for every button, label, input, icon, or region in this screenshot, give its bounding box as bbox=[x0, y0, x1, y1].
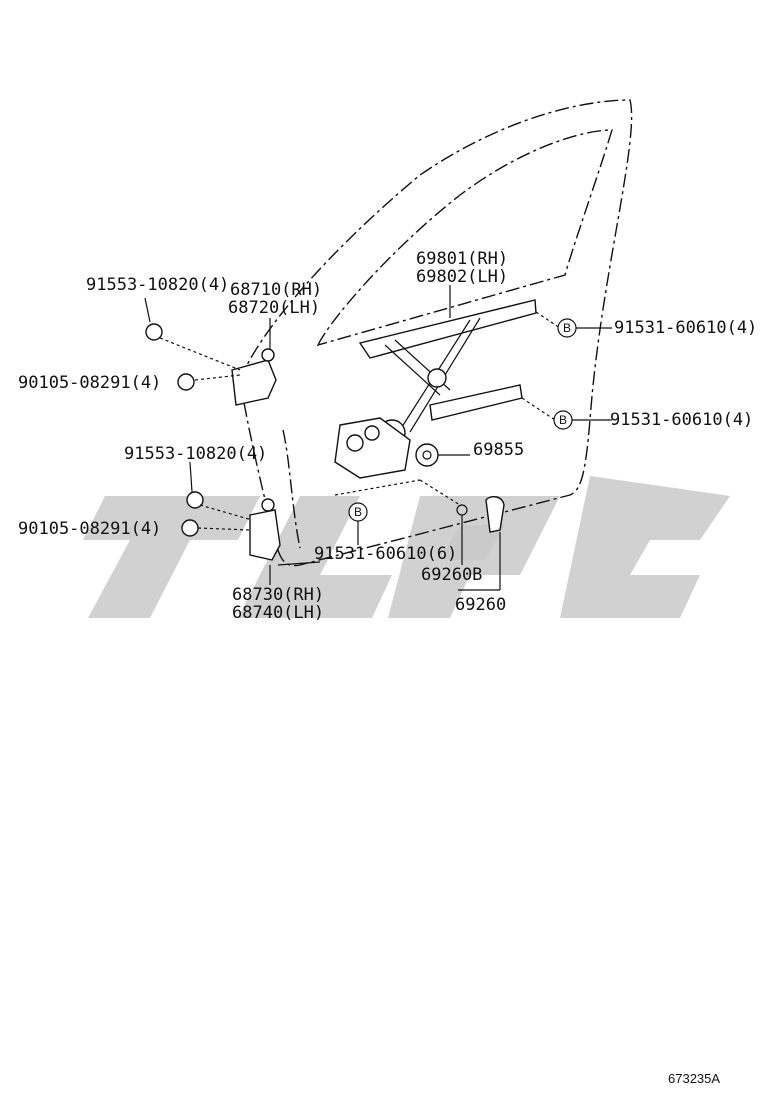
reference-code: 673235A bbox=[668, 1071, 720, 1086]
b-marker-2: B bbox=[553, 410, 573, 430]
label-69855: 69855 bbox=[473, 440, 524, 460]
leader-lines bbox=[144, 285, 612, 591]
watermark bbox=[83, 476, 730, 618]
handle-part bbox=[456, 496, 505, 533]
label-91531-60610-a: 91531-60610(4) bbox=[614, 318, 757, 338]
label-69802: 69802(LH) bbox=[416, 267, 508, 287]
b-marker-1: B bbox=[557, 318, 577, 338]
svg-text:B: B bbox=[563, 321, 571, 335]
upper-hinge bbox=[145, 323, 277, 406]
label-68710: 68710(RH) bbox=[230, 280, 322, 300]
label-91553-10820-top: 91553-10820(4) bbox=[86, 275, 229, 295]
label-91531-60610-b: 91531-60610(4) bbox=[610, 410, 753, 430]
label-90105-08291-top: 90105-08291(4) bbox=[18, 373, 161, 393]
svg-text:B: B bbox=[559, 413, 567, 427]
label-69801: 69801(RH) bbox=[416, 249, 508, 269]
b-marker-3: B bbox=[348, 502, 368, 522]
svg-text:B: B bbox=[354, 505, 362, 519]
label-68740: 68740(LH) bbox=[232, 603, 324, 623]
label-90105-08291-bot: 90105-08291(4) bbox=[18, 519, 161, 539]
door-outline bbox=[239, 99, 633, 567]
label-68730: 68730(RH) bbox=[232, 585, 324, 605]
label-91531-60610-c: 91531-60610(6) bbox=[314, 544, 457, 564]
label-91553-10820-mid: 91553-10820(4) bbox=[124, 444, 267, 464]
label-69260: 69260 bbox=[455, 595, 506, 615]
window-regulator bbox=[334, 299, 537, 479]
label-69260B: 69260B bbox=[421, 565, 482, 585]
label-68720: 68720(LH) bbox=[228, 298, 320, 318]
